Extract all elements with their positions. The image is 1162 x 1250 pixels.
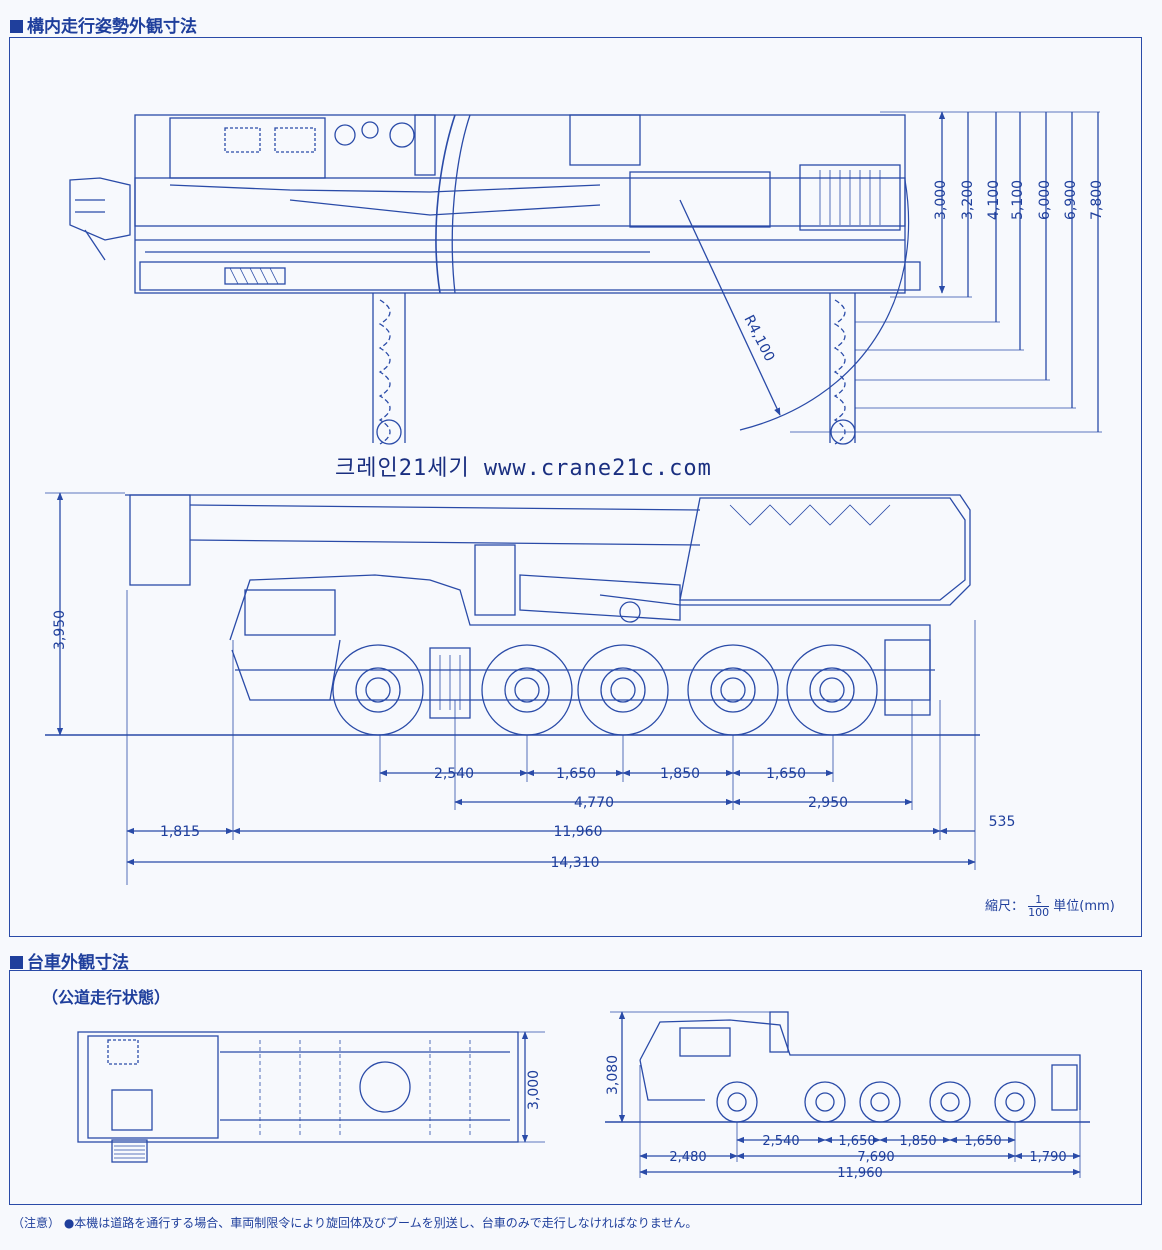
total-length: 14,310 [551,855,600,871]
square-bullet-icon [10,20,23,33]
scale-numerator: 1 [1028,894,1050,907]
axle-spacing-2: 1,650 [556,766,596,782]
axle-spacing-1: 2,540 [434,766,474,782]
carrier-top-view [77,1031,545,1163]
scale-fraction: 1 100 [1028,894,1050,919]
axle-spacing-4: 1,650 [766,766,806,782]
carrier-axle-3: 1,850 [899,1134,936,1149]
front-overhang: 1,815 [160,824,200,840]
carrier-length: 11,960 [554,824,603,840]
section1-panel [9,37,1142,937]
carrier-front-overhang: 2,480 [669,1150,706,1165]
carrier-side-view [605,1011,1090,1178]
outrigger-width-3: 4,100 [986,180,1002,220]
side-wheels [332,644,878,736]
side-height: 3,950 [52,610,68,650]
outrigger-width-5: 6,000 [1037,180,1053,220]
section2-heading: 台車外観寸法 [10,948,129,973]
group-spacing-2: 2,950 [808,795,848,811]
outrigger-width-2: 3,200 [960,180,976,220]
footnote: （注意） ●本機は道路を通行する場合、車両制限令により旋回体及びブームを別送し、… [12,1216,698,1230]
carrier-axle-2: 1,650 [838,1134,875,1149]
section1-heading: 構内走行姿勢外観寸法 [10,12,197,37]
carrier-total: 11,960 [837,1166,883,1181]
section2-panel [9,970,1142,1205]
carrier-rear-overhang: 1,790 [1029,1150,1066,1165]
axle-spacing-3: 1,850 [660,766,700,782]
section2-title: 台車外観寸法 [27,953,129,973]
carrier-axle-4: 1,650 [964,1134,1001,1149]
crane-side-view [45,492,980,885]
rear-overhang: 535 [989,814,1016,830]
section1-title: 構内走行姿勢外観寸法 [27,17,197,37]
carrier-mid: 7,690 [857,1150,894,1165]
group-spacing-1: 4,770 [574,795,614,811]
carrier-side-height: 3,080 [605,1055,621,1095]
scale-label: 縮尺： [985,899,1025,914]
radius-label: R4,100 [740,313,777,365]
scale-unit: 単位(mm) [1053,899,1115,914]
watermark: 크레인21세기 www.crane21c.com [335,456,712,481]
scale-denominator: 100 [1028,906,1050,919]
square-bullet-icon [10,956,23,969]
outrigger-width-4: 5,100 [1010,180,1026,220]
outrigger-width-7: 7,800 [1089,180,1105,220]
carrier-top-width: 3,000 [526,1070,542,1110]
outrigger-width-1: 3,000 [933,180,949,220]
outrigger-width-6: 6,900 [1063,180,1079,220]
carrier-axle-1: 2,540 [762,1134,799,1149]
section2-subtitle: （公道走行状態） [42,988,171,1007]
crane-top-view [69,111,1102,445]
scale-legend: 縮尺： 1 100 単位(mm) [985,894,1115,919]
